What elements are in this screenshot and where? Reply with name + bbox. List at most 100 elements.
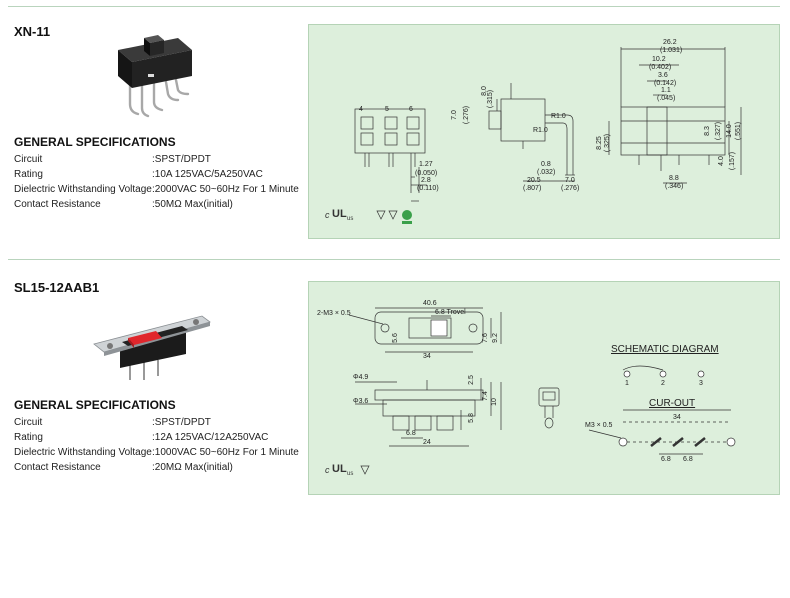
cutout-mount-label: M3 × 0.5 — [585, 422, 613, 429]
dim-label: (0.050) — [415, 170, 438, 177]
spec-row: Rating :12A 125VAC/12A250VAC — [14, 430, 299, 445]
dim-label: (.157) — [729, 151, 737, 171]
schematic-pin-label: 3 — [699, 380, 703, 387]
divider-middle — [8, 259, 780, 260]
spec-row: Contact Resistance :50MΩ Max(initial) — [14, 197, 299, 212]
dimension-labels-xn11: 26.2 (1.031) 10.2 (0.402) 3.6 (0.142) 1.… — [309, 25, 779, 238]
divider-top — [8, 6, 780, 7]
svg-text:c: c — [325, 210, 330, 220]
dim-label: (.276) — [561, 185, 580, 192]
dim-label: (.346) — [665, 183, 684, 190]
dim-label: 8.8 — [669, 175, 679, 182]
schematic-pin-label: 2 — [661, 380, 665, 387]
dim-label: 9.2 — [491, 333, 499, 343]
dim-label: 5.6 — [391, 333, 399, 343]
spec-value: :12A 125VAC/12A250VAC — [152, 432, 269, 443]
dim-label: 4.0 — [717, 156, 725, 166]
dim-label: (0.142) — [654, 80, 677, 87]
dim-label: 34 — [673, 414, 681, 421]
dim-label: (.325) — [604, 133, 612, 153]
product-image-xn11 — [118, 35, 192, 118]
dim-label: 6.8 Trovel — [435, 309, 466, 316]
svg-text:us: us — [347, 471, 353, 477]
dim-label: 5.8 — [467, 413, 475, 423]
spec-table-sl15: Circuit :SPST/DPDT Rating :12A 125VAC/12A2… — [14, 415, 299, 475]
dim-label: Φ3.6 — [353, 398, 369, 405]
spec-value: :SPST/DPDT — [152, 417, 211, 428]
pin-label: 4 — [359, 106, 363, 113]
dim-label: Φ4.9 — [353, 374, 369, 381]
dim-label: 6.8 — [406, 430, 416, 437]
drawing-panel-xn11: c UL us 4 5 6 26.2 (1.031) 10.2 (0.402) … — [308, 24, 780, 239]
dim-label: (.327) — [715, 121, 723, 141]
dim-label: 10 — [490, 398, 498, 406]
dim-label: 8.25 — [595, 136, 603, 150]
spec-row: Circuit :SPST/DPDT — [14, 152, 299, 167]
spec-row: Rating :10A 125VAC/5A250VAC — [14, 167, 299, 182]
product-image-sl15 — [93, 315, 211, 380]
dim-label: 40.6 — [423, 300, 437, 307]
svg-text:UL: UL — [332, 208, 347, 220]
svg-text:c: c — [325, 465, 330, 475]
dim-label: 6.8 — [683, 456, 693, 463]
svg-text:UL: UL — [332, 463, 347, 475]
dim-label: 7.0 — [450, 110, 458, 120]
dim-label: 2.5 — [467, 375, 475, 385]
schematic-title: SCHEMATIC DIAGRAM — [611, 344, 719, 355]
dim-label: 7.4 — [481, 391, 489, 401]
spec-value: :20MΩ Max(initial) — [152, 462, 233, 473]
drawing-panel-sl15: c UL us 2-M3 × 0.5 40.6 6.8 Trovel 5.6 7… — [308, 281, 780, 495]
spec-label: Contact Resistance — [14, 462, 101, 473]
spec-heading-xn11: GENERAL SPECIFICATIONS — [14, 135, 176, 149]
product-title-xn11: XN-11 — [14, 24, 51, 39]
dim-label: (.032) — [537, 169, 556, 176]
dim-label: 34 — [423, 353, 431, 360]
certification-logos: c UL us — [325, 463, 370, 477]
spec-label: Rating — [14, 432, 43, 443]
dim-label: (0.402) — [649, 64, 672, 71]
dim-label: 1.1 — [661, 87, 671, 94]
dim-label: 10.2 — [652, 56, 666, 63]
spec-label: Rating — [14, 169, 43, 180]
dim-label: (.045) — [657, 95, 676, 102]
product-title-sl15: SL15-12AAB1 — [14, 280, 100, 295]
dim-label: 0.8 — [541, 161, 551, 168]
pin-label: 5 — [385, 106, 389, 113]
technical-drawing-sl15: c UL us — [325, 307, 736, 477]
spec-value: :2000VAC 50~60Hz For 1 Minute — [152, 184, 299, 195]
svg-text:us: us — [347, 216, 353, 222]
spec-value: :1000VAC 50~60Hz For 1 Minute — [152, 447, 299, 458]
spec-label: Contact Resistance — [14, 199, 101, 210]
spec-row: Contact Resistance :20MΩ Max(initial) — [14, 460, 299, 475]
spec-label: Dielectric Withstanding Voltage — [14, 184, 152, 195]
spec-label: Dielectric Withstanding Voltage — [14, 447, 152, 458]
certification-logos: c UL us — [325, 208, 412, 224]
technical-drawing-xn11: c UL us — [325, 47, 742, 224]
dim-label: 8.3 — [703, 126, 711, 136]
dim-label: (.315) — [487, 89, 495, 109]
spec-row: Circuit :SPST/DPDT — [14, 415, 299, 430]
dim-label: 24 — [423, 439, 431, 446]
pin-label: 6 — [409, 106, 413, 113]
dim-label: (.807) — [523, 185, 542, 192]
dim-label: 7.6 — [481, 333, 489, 343]
spec-label: Circuit — [14, 154, 43, 165]
dim-label: R1.0 — [551, 113, 566, 120]
dim-label: (0.110) — [417, 185, 439, 192]
cutout-title: CUR-OUT — [649, 398, 696, 409]
spec-heading-sl15: GENERAL SPECIFICATIONS — [14, 398, 176, 412]
dim-label: 1.27 — [419, 161, 433, 168]
dim-label: 6.8 — [661, 456, 671, 463]
spec-value: :10A 125VAC/5A250VAC — [152, 169, 263, 180]
dim-label: 3.6 — [658, 72, 668, 79]
mount-label: 2-M3 × 0.5 — [317, 310, 351, 317]
dim-label: R1.0 — [533, 127, 548, 134]
dim-label: 20.5 — [527, 177, 541, 184]
dim-label: 14.0 — [725, 124, 733, 138]
spec-value: :50MΩ Max(initial) — [152, 199, 233, 210]
spec-value: :SPST/DPDT — [152, 154, 211, 165]
spec-table-xn11: Circuit :SPST/DPDT Rating :10A 125VAC/5A25… — [14, 152, 299, 212]
schematic-pin-label: 1 — [625, 380, 629, 387]
dim-label: 2.8 — [421, 177, 431, 184]
spec-label: Circuit — [14, 417, 43, 428]
